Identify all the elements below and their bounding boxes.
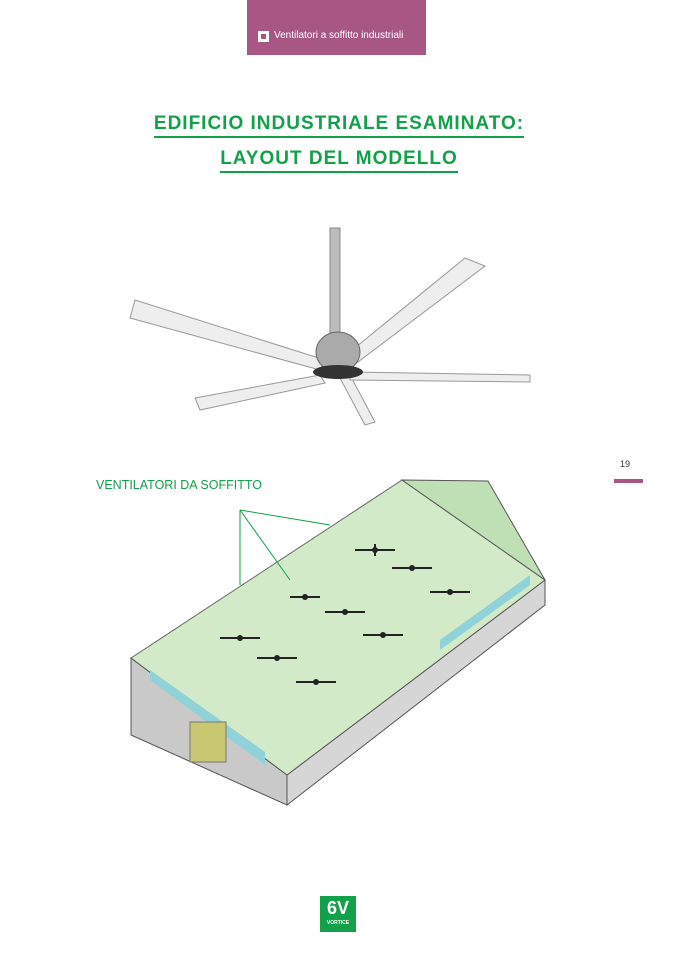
building-diagram [130,479,546,807]
page-title-line1: EDIFICIO INDUSTRIALE ESAMINATO: [0,113,678,138]
ceiling-fan-image [129,227,531,426]
section-icon [258,31,269,42]
page-number: 19 [620,459,631,469]
title-text: EDIFICIO INDUSTRIALE ESAMINATO: [153,113,525,138]
section-tab: Ventilatori a soffitto industriali [247,0,426,55]
logo-mark: 6V [326,898,350,918]
fans-label: VENTILATORI DA SOFFITTO [96,478,262,492]
logo-text: VORTICE [326,920,350,926]
section-label: Ventilatori a soffitto industriali [274,30,404,41]
page-marker [614,479,643,483]
title-text: LAYOUT DEL MODELLO [220,148,458,173]
page-title-line2: LAYOUT DEL MODELLO [0,148,678,173]
vortice-logo: 6V VORTICE [320,896,356,932]
